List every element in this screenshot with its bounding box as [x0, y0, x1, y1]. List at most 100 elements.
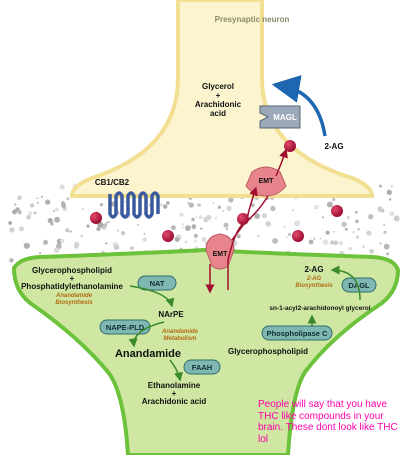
cleft-particle [332, 197, 336, 202]
cleft-particle [357, 228, 360, 231]
emt-bottom-label: EMT [213, 251, 229, 258]
cleft-particle [338, 240, 344, 246]
cleft-particle [36, 197, 39, 200]
ethanolamine-label: Ethanolamine [148, 381, 201, 390]
cleft-particle [330, 240, 335, 245]
cleft-particle [181, 226, 184, 229]
cleft-particle [143, 232, 146, 235]
cleft-particle [214, 216, 218, 220]
postsynaptic-neuron [11, 247, 401, 455]
cleft-particle [200, 227, 203, 230]
cleft-particle [355, 219, 359, 223]
cleft-particle [86, 224, 90, 228]
emt-top-label: EMT [259, 178, 275, 185]
nat-arrow [129, 285, 175, 308]
arachidonic-label: Arachidonic [195, 100, 242, 109]
cleft-particle [171, 225, 175, 229]
cleft-particle [355, 235, 360, 239]
anandamide-metabolism-label-2: Metabolism [163, 336, 197, 342]
plus-label-1: + [216, 91, 221, 100]
cleft-particle [191, 224, 197, 230]
cleft-particle [184, 240, 188, 244]
cleft-particle [142, 237, 147, 242]
molecule [237, 213, 249, 225]
cleft-particle [40, 195, 44, 199]
cleft-particle [181, 223, 184, 226]
faah-label: FAAH [192, 363, 212, 372]
anandamide-metabolism-label-1: Anandamide [161, 329, 199, 335]
cleft-particle [105, 221, 108, 224]
emt-bottom-transporter: EMT [205, 233, 235, 270]
molecule [331, 205, 343, 217]
cleft-particle [291, 209, 294, 212]
dagl-arrow [330, 265, 361, 301]
molecule [292, 230, 304, 242]
phosphatidylethanolamine-label: Phosphatidylethanolamine [21, 282, 123, 291]
molecule [90, 212, 102, 224]
cleft-particle [113, 244, 120, 250]
cleft-particle [344, 227, 348, 231]
cleft-particle [377, 206, 384, 212]
cleft-particle [379, 242, 382, 245]
cleft-particle [294, 220, 301, 227]
sn1-label: sn-1-acyl2-arachidonoyl glycerol [269, 305, 370, 312]
magl-label: MAGL [273, 113, 297, 122]
cleft-particle [19, 226, 24, 232]
cleft-particle [225, 227, 229, 231]
nat-enzyme: NAT [137, 275, 177, 291]
anandamide-biosynthesis-label-1: Anandamide [55, 293, 93, 299]
cleft-particle [286, 236, 289, 239]
cleft-particle [333, 240, 339, 246]
cleft-particle [386, 189, 392, 195]
cleft-particle [270, 205, 276, 212]
cleft-particle [254, 213, 260, 219]
presynaptic-label: Presynaptic neuron [215, 15, 290, 24]
cleft-particle [80, 234, 84, 238]
cleft-particle [52, 209, 56, 212]
plus-label-2: + [70, 274, 75, 283]
cleft-particle [236, 234, 241, 239]
cleft-particle [348, 246, 352, 251]
cleft-particle [389, 211, 395, 217]
cleft-particle [369, 248, 374, 254]
cleft-particle [120, 231, 126, 236]
acid-label: acid [210, 109, 226, 118]
cleft-particle [217, 205, 222, 209]
twoag-top-label: 2-AG [324, 142, 343, 151]
cleft-particle [393, 215, 400, 222]
cleft-particle [322, 239, 329, 246]
anandamide-label: Anandamide [115, 348, 181, 360]
cleft-particle [250, 203, 255, 208]
glycerophospholipid-right-label: Glycerophospholipid [228, 347, 308, 356]
cleft-particle [55, 207, 59, 212]
cleft-particle [17, 210, 22, 215]
cleft-particle [129, 246, 134, 251]
cleft-particle [341, 221, 347, 228]
faah-arrow [169, 359, 183, 382]
cleft-particle [96, 226, 101, 232]
cleft-particle [163, 204, 168, 209]
cleft-particle [43, 239, 48, 245]
cleft-particle [66, 197, 70, 201]
cleft-particle [272, 238, 278, 244]
cleft-particle [288, 233, 292, 237]
cleft-particle [226, 205, 232, 212]
cleft-particle [65, 228, 70, 233]
nape-pld-label: NAPE-PLD [106, 323, 145, 332]
plc-label: Phospholipase C [267, 329, 328, 338]
cleft-particle [60, 238, 65, 244]
cleft-particle [116, 229, 120, 232]
cleft-particle [47, 217, 53, 224]
cleft-particle [26, 214, 31, 220]
cleft-particle [383, 243, 390, 250]
cleft-particle [257, 234, 260, 238]
cleft-particle [81, 208, 84, 211]
cleft-particle [36, 201, 39, 205]
cleft-particle [283, 225, 286, 228]
cleft-particle [326, 201, 333, 208]
cleft-particle [195, 216, 198, 219]
cleft-particle [366, 230, 372, 236]
nape-pld-arrow [128, 321, 165, 348]
cleft-particle [136, 223, 139, 226]
cleft-particle [105, 242, 108, 245]
